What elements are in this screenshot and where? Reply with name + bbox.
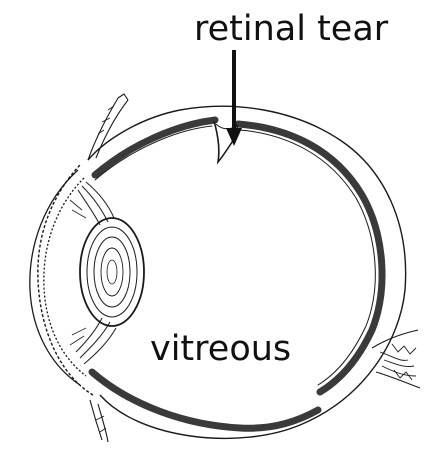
retina-band bbox=[92, 120, 382, 428]
lens bbox=[80, 218, 144, 326]
cornea bbox=[30, 170, 86, 385]
retinal-tear-arrow bbox=[226, 50, 242, 146]
ciliary-body bbox=[70, 182, 116, 364]
vitreous-label: vitreous bbox=[150, 329, 291, 369]
retinal-tear-label: retinal tear bbox=[194, 9, 389, 49]
